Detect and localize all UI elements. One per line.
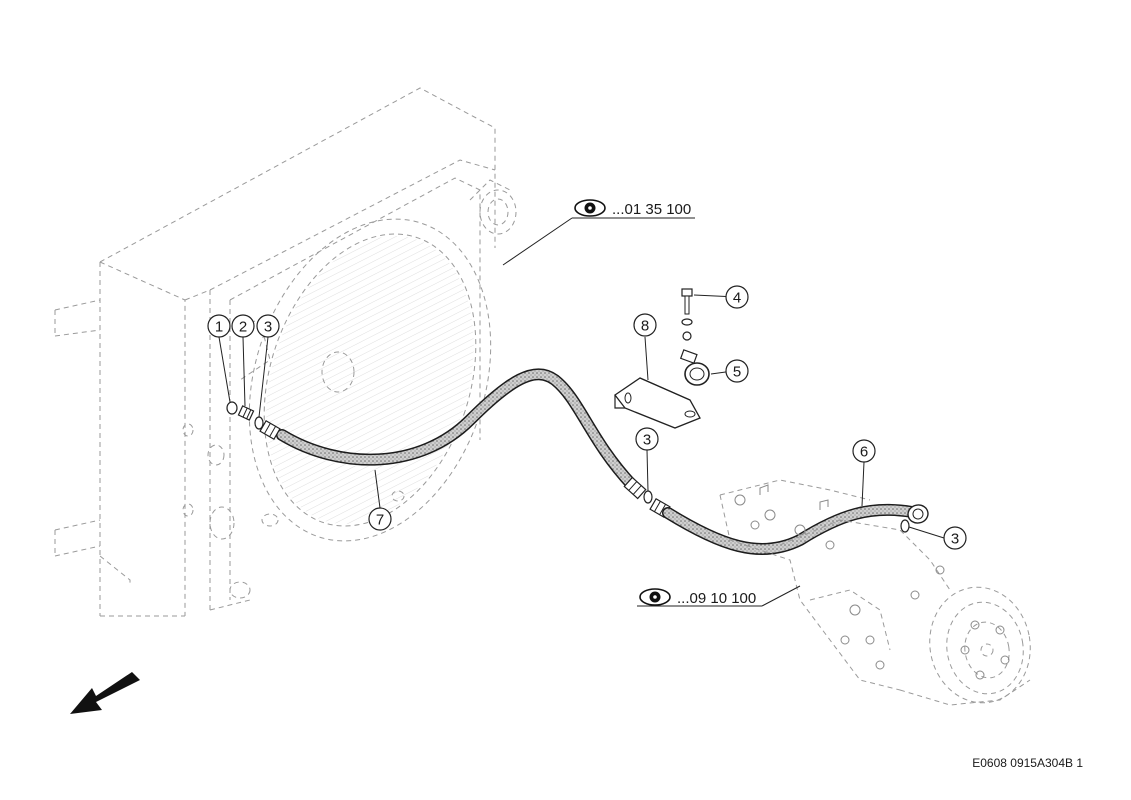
fitting-parts-radiator: [226, 401, 264, 430]
callout-2: 2: [231, 314, 255, 338]
callout-3-transmission-label: 3: [951, 531, 959, 548]
reference-bottom-text: ...09 10 100: [677, 590, 756, 607]
callout-3-middle-label: 3: [643, 432, 651, 449]
reference-bottom: ...09 10 100: [639, 588, 756, 607]
cooler-assembly: [54, 87, 517, 617]
bolt-4: [681, 288, 693, 341]
reference-top-text: ...01 35 100: [612, 201, 691, 218]
callout-8: 8: [633, 313, 657, 337]
callout-3-transmission: 3: [943, 526, 967, 550]
leader-lines: [218, 217, 945, 607]
callout-5-label: 5: [733, 364, 741, 381]
callout-3-radiator-label: 3: [264, 319, 272, 336]
callout-3-radiator: 3: [256, 314, 280, 338]
drawing-code: E0608 0915A304B 1: [972, 756, 1083, 770]
callout-6: 6: [852, 439, 876, 463]
hose-7: [259, 368, 647, 500]
eye-icon: [639, 588, 671, 606]
callout-1-label: 1: [215, 319, 223, 336]
callout-3-middle: 3: [635, 427, 659, 451]
callout-1: 1: [207, 314, 231, 338]
eye-icon: [574, 199, 606, 217]
hose-6: [662, 503, 929, 556]
transmission-assembly: [719, 479, 1031, 706]
clamp-5: [679, 349, 710, 386]
bracket-8: [614, 377, 701, 429]
callout-6-label: 6: [860, 444, 868, 461]
callout-2-label: 2: [239, 319, 247, 336]
reference-top: ...01 35 100: [574, 199, 691, 218]
callout-7-label: 7: [376, 512, 384, 529]
callout-8-label: 8: [641, 318, 649, 335]
callout-7: 7: [368, 507, 392, 531]
direction-arrow-icon: [70, 672, 140, 714]
callout-5: 5: [725, 359, 749, 383]
callout-4: 4: [725, 285, 749, 309]
callout-4-label: 4: [733, 290, 741, 307]
